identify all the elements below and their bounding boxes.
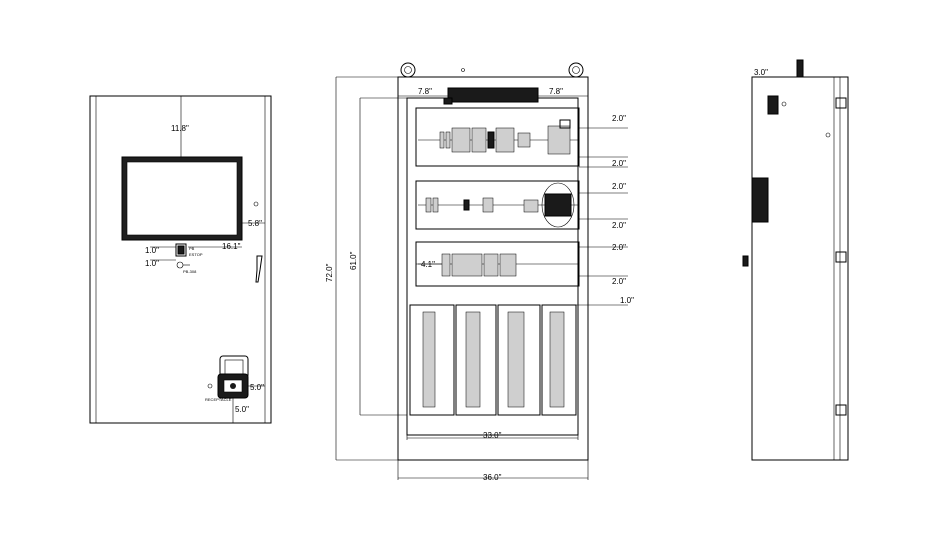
svg-text:ESTOP: ESTOP bbox=[189, 252, 203, 257]
dim-top-left: 7.8" bbox=[418, 87, 432, 96]
dim-row-spacing-3: 2.0" bbox=[612, 182, 626, 191]
dim-button-left-top: 1.0" bbox=[145, 246, 159, 255]
front-door-outline bbox=[89, 95, 272, 424]
lifting-eye-left bbox=[400, 62, 416, 78]
pilot-light bbox=[176, 261, 184, 269]
dim-row-spacing-4: 2.0" bbox=[612, 221, 626, 230]
dim-row-spacing-5: 2.0" bbox=[612, 243, 626, 252]
hmi-screen-display bbox=[126, 161, 238, 236]
pushbutton-body bbox=[175, 243, 187, 257]
backplate-view: 7.8" 7.8" 72.0" 61.0" 33.0" 36.0" bbox=[325, 62, 634, 482]
front-view: 11.8" 5.8" 1.0" 1.0" PB ESTOP 16.1" PB-3… bbox=[89, 95, 272, 424]
vertical-terminal-rails: 1.0" bbox=[409, 296, 634, 416]
dim-button-right: 16.1" bbox=[222, 242, 241, 251]
top-vent bbox=[447, 87, 539, 103]
dim-plate-height: 61.0" bbox=[349, 251, 358, 270]
din-rail-row-1: 2.0" 2.0" bbox=[415, 107, 628, 168]
lifting-eye-right bbox=[568, 62, 584, 78]
dim-row-spacing-6: 2.0" bbox=[612, 277, 626, 286]
side-view: 3.0" bbox=[742, 59, 849, 461]
receptacle-label: RECEPTACLE bbox=[205, 397, 232, 402]
dim-total-width: 36.0" bbox=[483, 473, 502, 482]
dim-side-top: 3.0" bbox=[754, 68, 768, 77]
dim-plate-width: 33.0" bbox=[483, 431, 502, 440]
dim-row-spacing-1: 2.0" bbox=[612, 114, 626, 123]
dim-row-spacing-2: 2.0" bbox=[612, 159, 626, 168]
din-rail-row-2: 2.0" 2.0" bbox=[415, 180, 628, 230]
dim-top-right: 7.8" bbox=[549, 87, 563, 96]
side-vent bbox=[751, 177, 769, 223]
door-handle bbox=[255, 255, 263, 283]
svg-text:PB: PB bbox=[189, 246, 195, 251]
dim-receptacle-bottom: 5.0" bbox=[235, 405, 249, 414]
pushbutton-label: PB-308 bbox=[183, 269, 197, 274]
dim-row3-left: 4.1" bbox=[421, 260, 435, 269]
dim-receptacle-right: 5.0" bbox=[250, 383, 264, 392]
dim-row4-right: 1.0" bbox=[620, 296, 634, 305]
dim-screen-right: 5.8" bbox=[248, 219, 262, 228]
enclosure-outline bbox=[397, 76, 589, 461]
dim-total-height: 72.0" bbox=[325, 263, 334, 282]
dim-button-left-bottom: 1.0" bbox=[145, 259, 159, 268]
side-enclosure-outline bbox=[751, 76, 849, 461]
din-rail-row-3: 4.1" 2.0" 2.0" bbox=[415, 241, 628, 287]
dim-top-to-screen: 11.8" bbox=[171, 124, 189, 133]
